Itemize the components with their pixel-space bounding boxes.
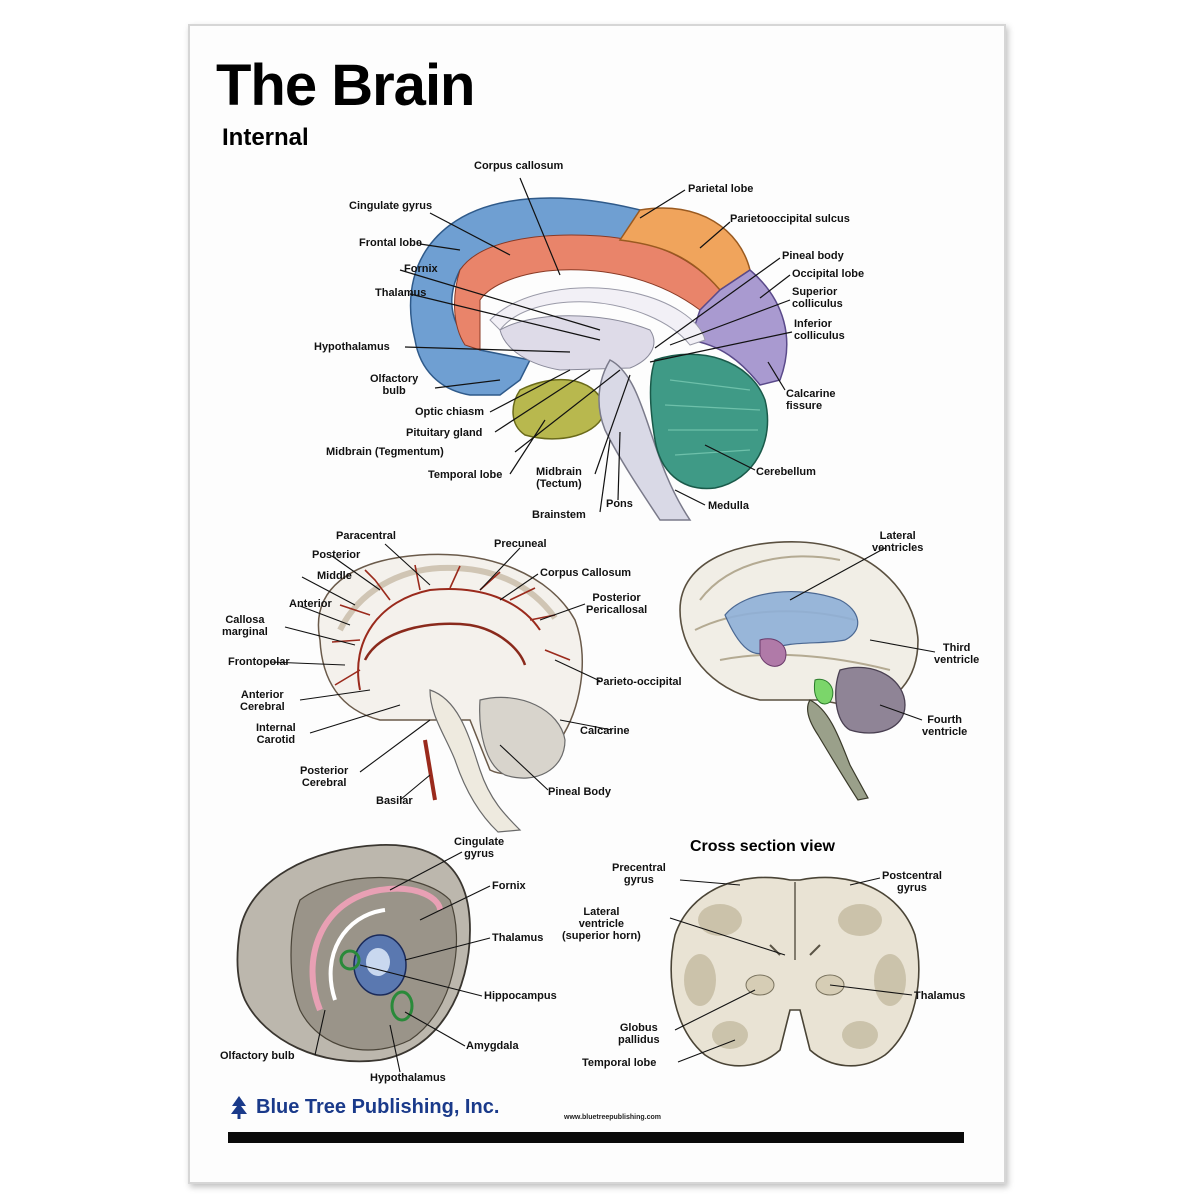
label-paracentral: Paracentral bbox=[336, 530, 396, 542]
label-cs-temporal-lobe: Temporal lobe bbox=[582, 1057, 657, 1069]
label-calcarine-fissure: Calcarine fissure bbox=[786, 388, 836, 412]
label-fourth-ventricle: Fourth ventricle bbox=[922, 714, 968, 738]
label-fornix: Fornix bbox=[404, 263, 438, 275]
label-frontal-lobe: Frontal lobe bbox=[359, 237, 422, 249]
label-pituitary-gland: Pituitary gland bbox=[406, 427, 483, 439]
label-midbrain-tectum: Midbrain (Tectum) bbox=[536, 466, 582, 490]
ventricles-cerebellum bbox=[835, 666, 906, 734]
ventricles-brainstem bbox=[807, 699, 869, 801]
label-posterior-pericallosal: Posterior Pericallosal bbox=[586, 592, 648, 616]
label-anterior: Anterior bbox=[289, 598, 332, 610]
label-inferior-colliculus: Inferior colliculus bbox=[794, 318, 845, 342]
label-limbic-cingulate-gyrus: Cingulate gyrus bbox=[454, 836, 505, 860]
label-parietooccipital-sulcus: Parietooccipital sulcus bbox=[730, 213, 850, 225]
label-corpus-callosum-artery: Corpus Callosum bbox=[540, 567, 632, 579]
label-cingulate-gyrus: Cingulate gyrus bbox=[349, 200, 433, 212]
fourth-ventricle-shape bbox=[813, 678, 834, 705]
label-postcentral-gyrus: Postcentral gyrus bbox=[882, 870, 942, 894]
label-internal-carotid: Internal Carotid bbox=[256, 722, 296, 746]
label-limbic-amygdala: Amygdala bbox=[466, 1040, 519, 1052]
third-ventricle-shape bbox=[759, 638, 787, 667]
publisher-website: www.bluetreepublishing.com bbox=[564, 1114, 661, 1121]
label-cs-thalamus: Thalamus bbox=[914, 990, 966, 1002]
label-cerebellum: Cerebellum bbox=[756, 466, 816, 478]
label-posterior: Posterior bbox=[312, 549, 361, 561]
page-subtitle: Internal bbox=[222, 124, 309, 151]
cingulate-gyrus-region bbox=[454, 234, 721, 351]
label-limbic-fornix: Fornix bbox=[492, 880, 526, 892]
label-posterior-cerebral: Posterior Cerebral bbox=[300, 765, 349, 789]
label-precentral-gyrus: Precentral gyrus bbox=[612, 862, 666, 886]
corpus-callosum-region bbox=[489, 287, 706, 346]
label-lateral-ventricles: Lateral ventricles bbox=[872, 530, 924, 554]
diencephalon-region bbox=[499, 315, 655, 371]
label-parieto-occipital: Parieto-occipital bbox=[596, 676, 682, 688]
label-optic-chiasm: Optic chiasm bbox=[415, 406, 485, 418]
label-pineal-body: Pineal body bbox=[782, 250, 844, 262]
limbic-hippocampus-shape bbox=[339, 949, 361, 971]
label-corpus-callosum: Corpus callosum bbox=[474, 160, 564, 172]
temporal-lobe-region bbox=[512, 378, 606, 440]
label-limbic-hippocampus: Hippocampus bbox=[484, 990, 557, 1002]
basilar-artery bbox=[423, 739, 437, 801]
label-brainstem: Brainstem bbox=[532, 509, 586, 521]
limbic-amygdala-shape bbox=[390, 990, 414, 1022]
label-medulla: Medulla bbox=[708, 500, 749, 512]
label-anterior-cerebral: Anterior Cerebral bbox=[240, 689, 285, 713]
footer-bar bbox=[228, 1132, 964, 1143]
label-lateral-ventricle-cs: Lateral ventricle (superior horn) bbox=[562, 906, 641, 942]
label-parietal-lobe: Parietal lobe bbox=[688, 183, 754, 195]
label-pineal-body-artery: Pineal Body bbox=[548, 786, 611, 798]
label-pons: Pons bbox=[606, 498, 633, 510]
lateral-ventricle-shape bbox=[724, 591, 859, 655]
label-olfactory-bulb: Olfactory bulb bbox=[370, 373, 419, 397]
label-middle: Middle bbox=[317, 570, 352, 582]
artery-cerebellum bbox=[479, 696, 566, 779]
label-callosomarginal: Callosa marginal bbox=[222, 614, 268, 638]
limbic-fornix-arc bbox=[328, 908, 386, 1001]
label-limbic-olfactory-bulb: Olfactory bulb bbox=[220, 1050, 295, 1062]
label-globus-pallidus: Globus pallidus bbox=[618, 1022, 660, 1046]
tree-logo-icon bbox=[231, 1096, 247, 1119]
label-frontopolar: Frontopolar bbox=[228, 656, 290, 668]
label-third-ventricle: Third ventricle bbox=[934, 642, 980, 666]
limbic-cingulate-arc bbox=[309, 885, 443, 1012]
label-basilar: Basilar bbox=[376, 795, 413, 807]
label-limbic-hypothalamus: Hypothalamus bbox=[370, 1072, 446, 1084]
page-title: The Brain bbox=[216, 53, 475, 118]
label-occipital-lobe: Occipital lobe bbox=[792, 268, 865, 280]
cross-section-title: Cross section view bbox=[690, 838, 835, 855]
label-limbic-thalamus: Thalamus bbox=[492, 932, 544, 944]
label-calcarine: Calcarine bbox=[580, 725, 630, 737]
label-temporal-lobe: Temporal lobe bbox=[428, 469, 503, 481]
label-hypothalamus: Hypothalamus bbox=[314, 341, 390, 353]
label-thalamus: Thalamus bbox=[375, 287, 427, 299]
label-superior-colliculus: Superior colliculus bbox=[792, 286, 843, 310]
label-precuneal: Precuneal bbox=[494, 538, 547, 550]
publisher-name: Blue Tree Publishing, Inc. bbox=[256, 1096, 500, 1118]
artery-brainstem bbox=[429, 689, 522, 833]
label-midbrain-tegmentum: Midbrain (Tegmentum) bbox=[326, 446, 444, 458]
